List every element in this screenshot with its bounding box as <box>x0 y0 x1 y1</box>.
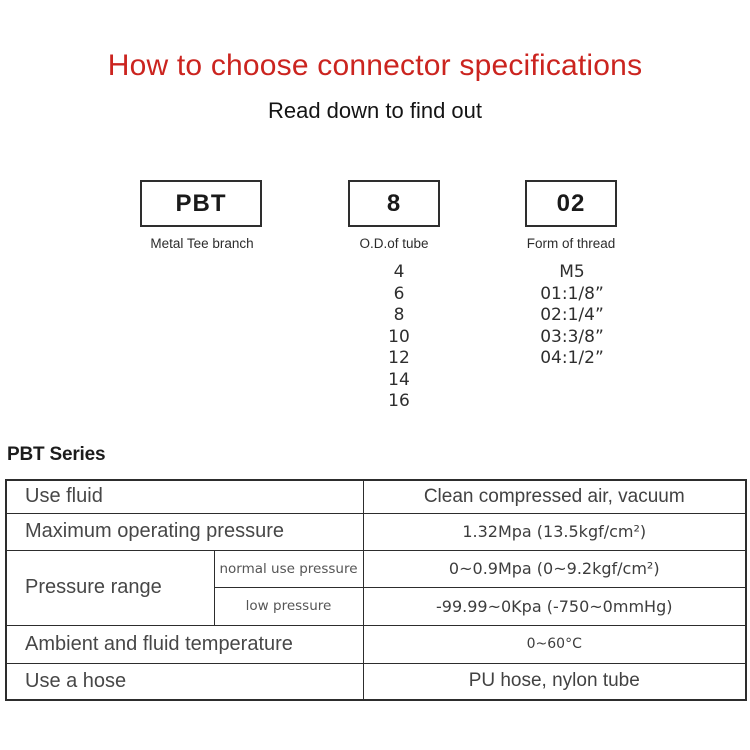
row-label-temperature: Ambient and fluid temperature <box>5 624 364 664</box>
tube-od-option: 10 <box>388 326 410 347</box>
thread-option: 01:1/8” <box>540 283 604 304</box>
tube-od-option: 16 <box>388 391 410 411</box>
row-value-use-fluid: Clean compressed air, vacuum <box>362 479 747 514</box>
tube-od-option: 4 <box>393 262 405 282</box>
tube-od-option: 6 <box>393 283 405 304</box>
sub-label-normal-use-pressure: normal use pressure <box>213 549 364 588</box>
table-row: Use a hose PU hose, nylon tube <box>5 662 747 701</box>
table-row: Ambient and fluid temperature 0~60°C <box>5 624 747 664</box>
row-label-use-fluid: Use fluid <box>5 479 364 514</box>
thread-option: 03:3/8” <box>540 326 604 347</box>
code-label-tube-od: O.D.of tube <box>359 236 429 251</box>
table-row: Use fluid Clean compressed air, vacuum <box>5 479 747 514</box>
series-heading: PBT Series <box>7 444 106 465</box>
row-value-low-pressure: -99.99~0Kpa (-750~0mmHg) <box>362 586 747 626</box>
code-box-series: PBT <box>140 180 262 227</box>
code-label-series: Metal Tee branch <box>150 236 254 251</box>
page-subtitle: Read down to find out <box>267 98 483 123</box>
tube-od-option: 8 <box>393 305 405 325</box>
row-value-temperature: 0~60°C <box>362 624 747 664</box>
row-value-use-hose: PU hose, nylon tube <box>362 662 747 701</box>
table-row: Pressure range normal use pressure 0~0.9… <box>5 549 747 626</box>
tube-od-options-list: 4 6 8 10 12 14 16 <box>299 262 499 413</box>
thread-option: M5 <box>559 262 585 282</box>
thread-option: 02:1/4” <box>540 305 604 325</box>
page-title: How to choose connector specifications <box>107 49 643 82</box>
table-row: low pressure -99.99~0Kpa (-750~0mmHg) <box>6 586 747 626</box>
code-box-tube-od: 8 <box>348 180 440 227</box>
thread-options-list: M5 01:1/8” 02:1/4” 03:3/8” 04:1/2” <box>472 262 672 370</box>
row-value-max-pressure: 1.32Mpa (13.5kgf/cm²) <box>362 512 747 551</box>
thread-option: 04:1/2” <box>540 348 604 368</box>
row-label-max-pressure: Maximum operating pressure <box>5 512 364 551</box>
table-row: Maximum operating pressure 1.32Mpa (13.5… <box>5 512 747 551</box>
code-box-thread: 02 <box>525 180 617 227</box>
tube-od-option: 14 <box>388 369 410 390</box>
tube-od-option: 12 <box>388 348 410 368</box>
row-label-use-hose: Use a hose <box>5 662 364 701</box>
row-label-pressure-range: Pressure range <box>5 549 215 626</box>
row-value-normal-use-pressure: 0~0.9Mpa (0~9.2kgf/cm²) <box>362 549 747 588</box>
sub-label-low-pressure: low pressure <box>213 586 364 626</box>
code-label-thread: Form of thread <box>526 236 616 251</box>
spec-table: Use fluid Clean compressed air, vacuum M… <box>5 479 747 701</box>
